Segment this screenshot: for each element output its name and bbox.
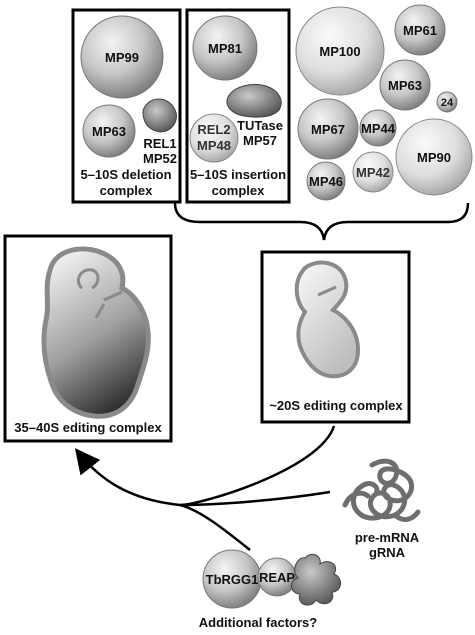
mp90-protein (395, 118, 473, 196)
arrow-from-additional (179, 503, 251, 551)
rna-label-1: pre-mRNA (355, 530, 420, 545)
mp61-protein (394, 4, 446, 56)
rna-label-2: gRNA (369, 545, 406, 560)
mp63-protein (82, 104, 136, 158)
mp42-label: MP42 (356, 165, 390, 180)
rel2-mp48-protein (189, 113, 239, 163)
editing-complex-35-40s: 35–40S editing complex (3, 234, 173, 443)
arrow-from-rna (179, 490, 331, 507)
mp99-label: MP99 (105, 50, 139, 65)
mp52-label: MP52 (143, 151, 177, 166)
assembly-brace (173, 202, 470, 241)
cross-shaped-factor (291, 553, 341, 606)
mp100-label: MP100 (319, 44, 360, 59)
deletion-complex-box (71, 8, 182, 204)
editing-complex-20s: ~20S editing complex (260, 250, 411, 424)
rna-tangle: pre-mRNA gRNA (342, 458, 421, 560)
reap-label: REAP (259, 570, 295, 585)
insertion-complex: MP81 REL2 MP48 TUTase MP57 5–10S inserti… (185, 8, 291, 204)
complex-20s-groove (317, 285, 337, 297)
insertion-complex-label-2: complex (212, 183, 266, 198)
complex-20s-shape (294, 260, 361, 379)
rel1-mp52-protein (142, 98, 177, 133)
mp67-label: MP67 (311, 122, 345, 137)
complex-35-40s-label: 35–40S editing complex (14, 420, 162, 435)
mp42-protein (352, 151, 394, 193)
complex-20s-label: ~20S editing complex (269, 398, 403, 413)
mp81-label: MP81 (208, 41, 242, 56)
mp61-label: MP61 (403, 23, 437, 38)
rna-strand (342, 458, 421, 522)
arrow-from-20s (179, 425, 336, 507)
mp100-protein (295, 6, 385, 96)
additional-factors: TbRGG1 REAP Additional factors? (199, 549, 341, 630)
complex-20s-box (260, 250, 411, 424)
insertion-complex-box (185, 8, 291, 204)
tutase-label: TUTase (237, 118, 283, 133)
complex-35-40s-box (3, 234, 173, 443)
tbrgg1-label: TbRGG1 (206, 572, 259, 587)
rel1-label: REL1 (143, 136, 176, 151)
mp46-label: MP46 (309, 174, 343, 189)
reap-protein (257, 557, 297, 597)
mp81-protein (192, 15, 258, 81)
complex-35-40s-shape (41, 246, 151, 419)
insertion-complex-label-1: 5–10S insertion (190, 167, 286, 182)
mp44-protein (359, 109, 397, 147)
additional-factors-label: Additional factors? (199, 615, 318, 630)
rel2-label: REL2 (197, 122, 230, 137)
mp44-label: MP44 (361, 121, 396, 136)
deletion-complex-label-2: complex (100, 183, 154, 198)
complex-35-40s-loop (76, 268, 100, 290)
mp90-label: MP90 (417, 150, 451, 165)
tutase-mp57-protein (226, 83, 282, 118)
mp67-protein (297, 98, 359, 160)
mp46-protein (306, 161, 346, 201)
complex-35-40s-groove-1 (103, 290, 123, 302)
main-arrow (74, 448, 181, 507)
mp99-protein (80, 15, 164, 99)
mp57-label: MP57 (243, 133, 277, 148)
deletion-complex-label-1: 5–10S deletion (80, 167, 171, 182)
assembly-arrows (74, 425, 336, 551)
mp63b-label: MP63 (388, 78, 422, 93)
p24-label: 24 (441, 97, 454, 109)
other-proteins: MP100 MP61 MP63 24 MP67 MP44 MP90 MP46 M… (295, 4, 473, 201)
mp63b-protein (379, 59, 431, 111)
mp63-label: MP63 (92, 124, 126, 139)
p24-protein (436, 91, 458, 113)
deletion-complex: MP99 MP63 REL1 MP52 5–10S deletion compl… (71, 8, 182, 204)
complex-35-40s-groove-2 (94, 303, 106, 319)
mp48-label: MP48 (197, 138, 231, 153)
